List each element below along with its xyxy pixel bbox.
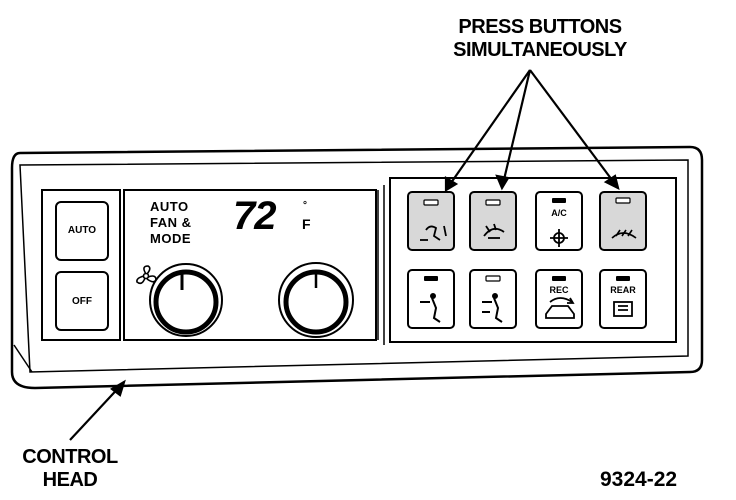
temperature-knob[interactable] [278, 262, 354, 338]
button-windshield-defrost[interactable] [469, 191, 517, 251]
degree-mark: ° [303, 200, 307, 211]
callout-arrows [444, 69, 620, 192]
button-defrost-floor[interactable] [407, 191, 455, 251]
button-vent[interactable] [407, 269, 455, 329]
recirculation-car-icon [545, 297, 575, 319]
button-recirculation[interactable] [535, 269, 583, 329]
rear-button-label: REAR [610, 285, 636, 295]
lcd-mode-line1: AUTO [150, 199, 189, 214]
control-head-arrow [69, 379, 126, 441]
rec-button-label: REC [549, 285, 569, 295]
rear-defrost-icon [613, 301, 633, 317]
button-rear-defrost[interactable] [599, 269, 647, 329]
button-front-defrost[interactable] [599, 191, 647, 251]
vent-icon [420, 293, 441, 323]
press-buttons-callout: PRESS BUTTONS SIMULTANEOUSLY [453, 16, 627, 61]
fan-mode-knob[interactable] [149, 263, 223, 337]
auto-button-frame[interactable] [55, 201, 109, 261]
lcd-mode-line2: FAN & [150, 215, 192, 230]
lcd-mode-line3: MODE [150, 231, 191, 246]
auto-button-label: AUTO [67, 225, 97, 236]
ac-snowflake-icon [550, 229, 568, 247]
figure-id: 9324-22 [600, 468, 678, 491]
button-ac[interactable] [535, 191, 583, 251]
front-defrost-icon [611, 229, 637, 239]
defrost-floor-icon [420, 225, 447, 241]
button-bilevel[interactable] [469, 269, 517, 329]
bezel-corner-line [13, 344, 33, 373]
bilevel-icon [482, 293, 503, 323]
ac-button-label: A/C [551, 208, 567, 218]
control-head-callout: CONTROL HEAD [22, 446, 118, 491]
temperature-unit: F [302, 216, 311, 232]
windshield-defrost-icon [483, 223, 505, 239]
off-button-label: OFF [72, 296, 92, 307]
temperature-readout: 72 [233, 194, 276, 238]
off-button-frame[interactable] [55, 271, 109, 331]
